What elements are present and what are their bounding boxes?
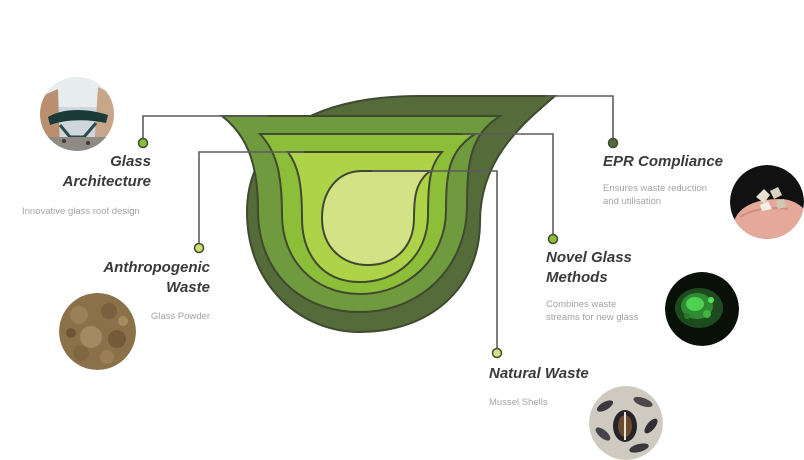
soil-powder-photo bbox=[59, 293, 136, 370]
novel-glass-methods-description: Combines waste streams for new glass bbox=[546, 298, 666, 324]
novel-glass-methods-title-line-1: Novel Glass bbox=[546, 249, 632, 266]
mussel-shells-photo bbox=[589, 386, 663, 460]
epr-compliance-description-line-2: and utilisation bbox=[603, 196, 662, 207]
anthropogenic-waste-title-line-1: Anthropogenic bbox=[103, 259, 210, 276]
novel-glass-methods-title-line-2: Methods bbox=[546, 269, 608, 286]
natural-waste-description: Mussel Shells bbox=[489, 397, 548, 408]
connector-epr-compliance bbox=[545, 95, 614, 143]
glass-architecture-title-line-1: Glass bbox=[110, 153, 151, 170]
epr-compliance-title: EPR Compliance bbox=[603, 152, 763, 172]
dot-glass-architecture bbox=[137, 137, 149, 149]
connector-lines bbox=[142, 95, 614, 353]
novel-glass-methods-description-line-1: Combines waste bbox=[546, 299, 617, 310]
connector-anthropogenic-waste bbox=[198, 151, 304, 248]
natural-waste-title: Natural Waste bbox=[489, 364, 619, 384]
dot-novel-glass-methods bbox=[547, 233, 559, 245]
glass-roof-photo bbox=[40, 77, 114, 151]
glass-shards-in-hand-photo bbox=[730, 165, 804, 239]
novel-glass-methods-title: Novel Glass Methods bbox=[546, 248, 666, 288]
novel-glass-methods-description-line-2: streams for new glass bbox=[546, 312, 639, 323]
connector-natural-waste bbox=[372, 170, 498, 353]
green-glass-photo bbox=[665, 272, 739, 346]
connector-glass-architecture bbox=[142, 115, 268, 143]
epr-compliance-title-line-1: EPR Compliance bbox=[603, 153, 724, 170]
connector-dots bbox=[137, 137, 619, 359]
dot-natural-waste bbox=[491, 347, 503, 359]
anthropogenic-waste-description: Glass Powder bbox=[150, 311, 210, 322]
connector-novel-glass-methods bbox=[463, 133, 554, 239]
glass-architecture-title: Glass Architecture bbox=[40, 152, 151, 192]
glass-architecture-description: Innovative glass roof design bbox=[22, 206, 140, 217]
epr-compliance-description-line-1: Ensures waste reduction bbox=[603, 183, 708, 194]
epr-compliance-description: Ensures waste reduction and utilisation bbox=[603, 182, 733, 208]
funnel-layer-natural bbox=[320, 170, 433, 267]
anthropogenic-waste-title-line-2: Waste bbox=[166, 279, 210, 296]
natural-waste-title-line-1: Natural Waste bbox=[489, 365, 589, 382]
dot-anthropogenic-waste bbox=[193, 242, 205, 254]
glass-architecture-title-line-2: Architecture bbox=[62, 173, 151, 190]
funnel-layers bbox=[219, 95, 558, 334]
dot-epr-compliance bbox=[607, 137, 619, 149]
anthropogenic-waste-title: Anthropogenic Waste bbox=[60, 258, 210, 298]
